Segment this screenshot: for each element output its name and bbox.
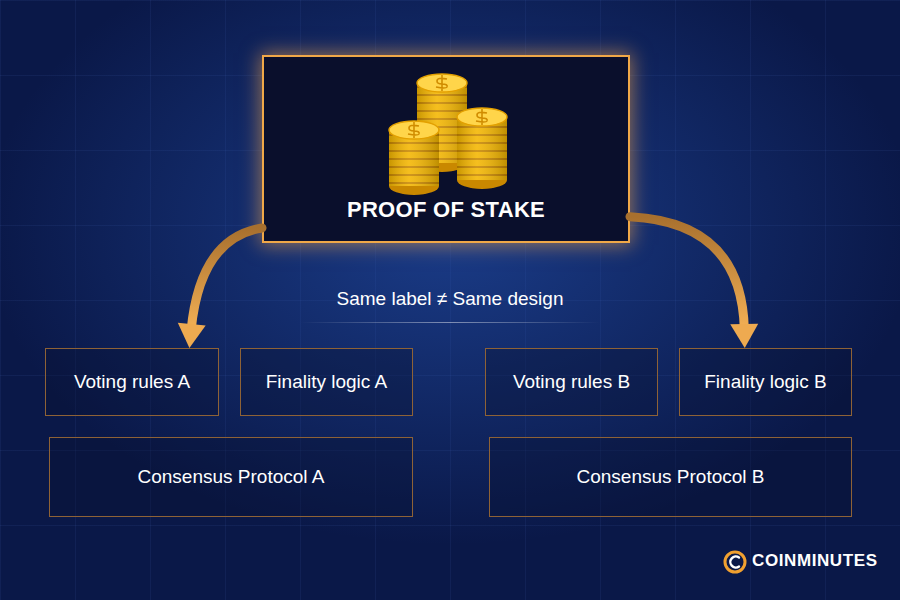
logo-ring	[725, 552, 745, 572]
dollar-symbol	[436, 75, 447, 91]
coin-top	[457, 108, 507, 126]
protocol-box: Consensus Protocol A	[49, 437, 413, 517]
component-box: Voting rules B	[485, 348, 658, 416]
coin-top	[389, 121, 439, 139]
box-label: Finality logic B	[704, 371, 827, 393]
component-box: Finality logic A	[240, 348, 413, 416]
coin-top	[417, 74, 467, 92]
component-box: Voting rules A	[45, 348, 219, 416]
box-label: Voting rules A	[74, 371, 190, 393]
box-label: Consensus Protocol A	[138, 466, 325, 488]
box-label: Finality logic A	[266, 371, 387, 393]
curved-arrow	[630, 217, 758, 348]
coin-stack	[457, 108, 507, 189]
box-label: Voting rules B	[513, 371, 630, 393]
arrow-shaft	[191, 228, 262, 330]
dollar-symbol	[476, 109, 487, 125]
curved-arrow	[178, 228, 262, 348]
protocol-box: Consensus Protocol B	[489, 437, 852, 517]
box-label: Consensus Protocol B	[577, 466, 765, 488]
tagline-text: Same label ≠ Same design	[0, 288, 900, 310]
logo-mark	[730, 557, 739, 568]
component-box: Finality logic B	[679, 348, 852, 416]
arrow-head	[178, 323, 206, 348]
concept-title: PROOF OF STAKE	[264, 197, 628, 223]
dollar-symbol	[408, 122, 419, 138]
coin-stack	[389, 121, 439, 195]
brand-logo-text: COINMINUTES	[752, 551, 892, 571]
divider-line	[300, 322, 600, 323]
arrow-shaft	[630, 217, 744, 330]
arrow-head	[730, 324, 758, 348]
